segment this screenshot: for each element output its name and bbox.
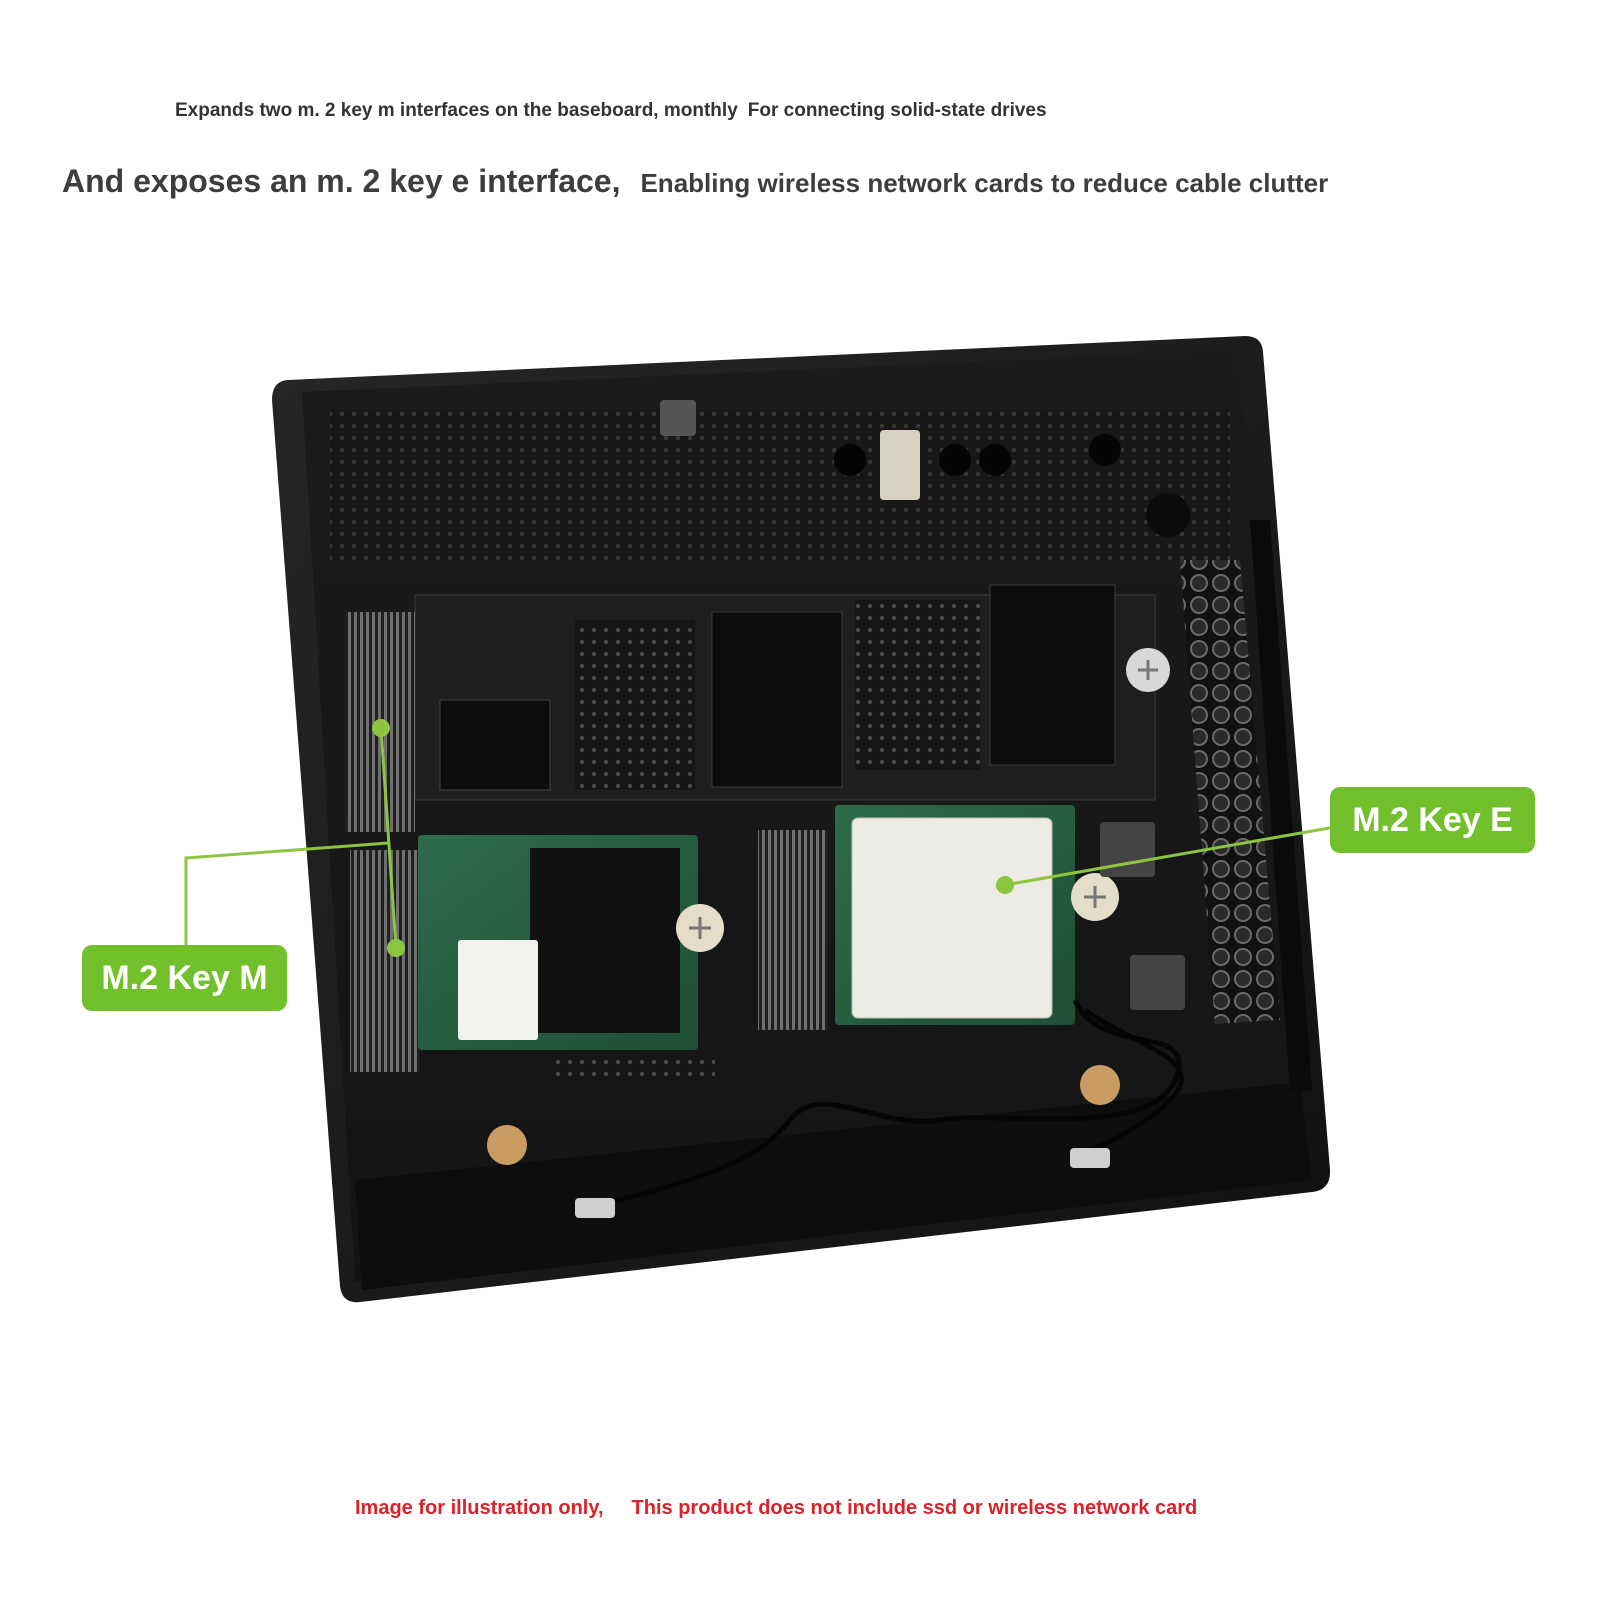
ram-chip bbox=[855, 600, 980, 770]
screw-slot bbox=[1084, 886, 1106, 908]
headline-text-1: And exposes an m. 2 key e interface, bbox=[62, 163, 621, 199]
headline: And exposes an m. 2 key e interface, Enab… bbox=[62, 163, 1328, 200]
fan-connector bbox=[880, 430, 920, 500]
intro-line: Expands two m. 2 key m interfaces on the… bbox=[175, 100, 1047, 122]
callout-dot bbox=[372, 719, 390, 737]
inductor bbox=[1100, 822, 1155, 877]
gpio-header bbox=[1180, 560, 1280, 1024]
case-ledge bbox=[355, 1082, 1312, 1290]
inductor bbox=[660, 400, 696, 436]
intro-text-2: For connecting solid-state drives bbox=[747, 100, 1047, 121]
standoff bbox=[1146, 493, 1190, 537]
m2-key-m-slot-2 bbox=[350, 850, 420, 1072]
antenna-cable bbox=[1078, 1007, 1184, 1158]
screw bbox=[1080, 1065, 1120, 1105]
screw bbox=[487, 1125, 527, 1165]
disclaimer-text-2: This product does not include ssd or wir… bbox=[631, 1497, 1198, 1519]
headline-text-2: Enabling wireless network cards to reduc… bbox=[640, 168, 1329, 198]
intro-text-1: Expands two m. 2 key m interfaces on the… bbox=[175, 100, 738, 121]
m2-key-e-slot bbox=[758, 830, 828, 1030]
module-chip bbox=[439, 699, 551, 791]
inductor bbox=[1130, 955, 1185, 1010]
callout-dot bbox=[996, 876, 1014, 894]
callout-lines bbox=[184, 727, 1336, 950]
ssd-label bbox=[458, 940, 538, 1040]
key-e-label: M.2 Key E bbox=[1330, 787, 1535, 853]
soc-chip bbox=[711, 611, 843, 788]
top-components bbox=[330, 410, 1230, 560]
screw-slot bbox=[689, 917, 711, 939]
callout-dot bbox=[387, 939, 405, 957]
mount-hole bbox=[979, 444, 1011, 476]
wifi-shield bbox=[851, 817, 1053, 1019]
case-rail bbox=[1250, 520, 1312, 1092]
mount-hole bbox=[1089, 434, 1121, 466]
key-m-label: M.2 Key M bbox=[82, 945, 287, 1011]
storage-chip bbox=[989, 584, 1116, 766]
antenna-cable bbox=[599, 998, 1182, 1208]
ram-chip bbox=[575, 620, 695, 790]
ufl-connector bbox=[575, 1198, 615, 1218]
ufl-connector bbox=[1070, 1148, 1110, 1168]
test-pads bbox=[555, 1060, 715, 1076]
mount-hole bbox=[939, 444, 971, 476]
screw-slot bbox=[1138, 660, 1158, 680]
mount-hole bbox=[834, 444, 866, 476]
disclaimer-text-1: Image for illustration only, bbox=[355, 1497, 604, 1519]
disclaimer: Image for illustration only, This product… bbox=[355, 1497, 1197, 1520]
ssd-controller bbox=[530, 848, 680, 1033]
